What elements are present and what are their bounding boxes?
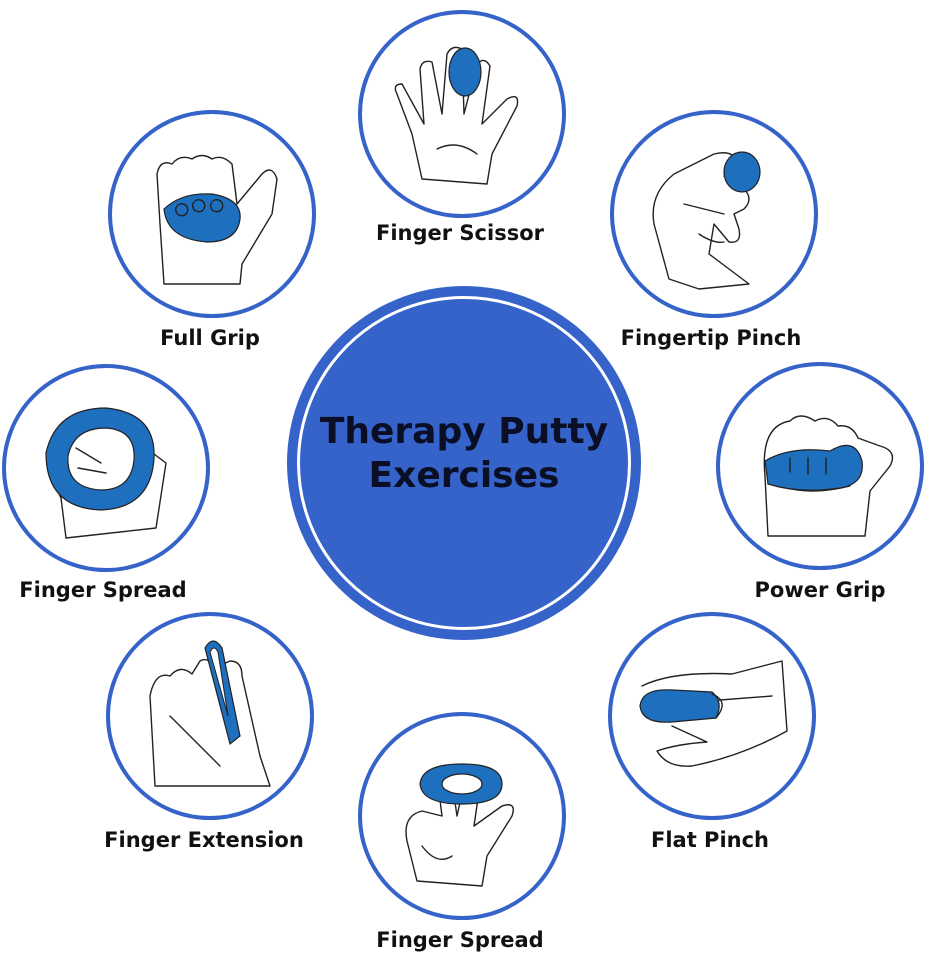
hand-putty-icon <box>763 415 894 537</box>
label-finger-extension: Finger Extension <box>104 828 304 852</box>
label-finger-spread-left: Finger Spread <box>19 578 187 602</box>
label-flat-pinch: Flat Pinch <box>650 828 770 852</box>
label-full-grip: Full Grip <box>160 326 260 350</box>
circle-fingertip-pinch <box>610 110 818 318</box>
hand-putty-icon <box>149 640 271 787</box>
hand-putty-icon <box>45 407 167 539</box>
circle-flat-pinch <box>608 612 816 820</box>
label-finger-spread-bottom: Finger Spread <box>376 928 544 952</box>
label-fingertip-pinch: Fingertip Pinch <box>620 326 802 350</box>
hand-putty-icon <box>639 660 788 767</box>
hand-putty-icon <box>394 46 519 185</box>
hand-putty-icon <box>652 151 761 290</box>
center-hub: Therapy Putty Exercises <box>287 286 641 640</box>
center-hub-ring: Therapy Putty Exercises <box>297 296 631 630</box>
label-power-grip: Power Grip <box>754 578 886 602</box>
hand-putty-icon <box>156 154 278 285</box>
label-finger-scissor: Finger Scissor <box>376 221 544 245</box>
hand-putty-icon <box>405 763 514 887</box>
circle-finger-spread-bottom <box>358 712 566 920</box>
circle-finger-extension <box>106 612 314 820</box>
circle-finger-scissor <box>358 10 566 218</box>
center-title: Therapy Putty Exercises <box>319 411 609 496</box>
circle-power-grip <box>716 362 924 570</box>
circle-full-grip <box>108 110 316 318</box>
circle-finger-spread-left <box>2 364 210 572</box>
